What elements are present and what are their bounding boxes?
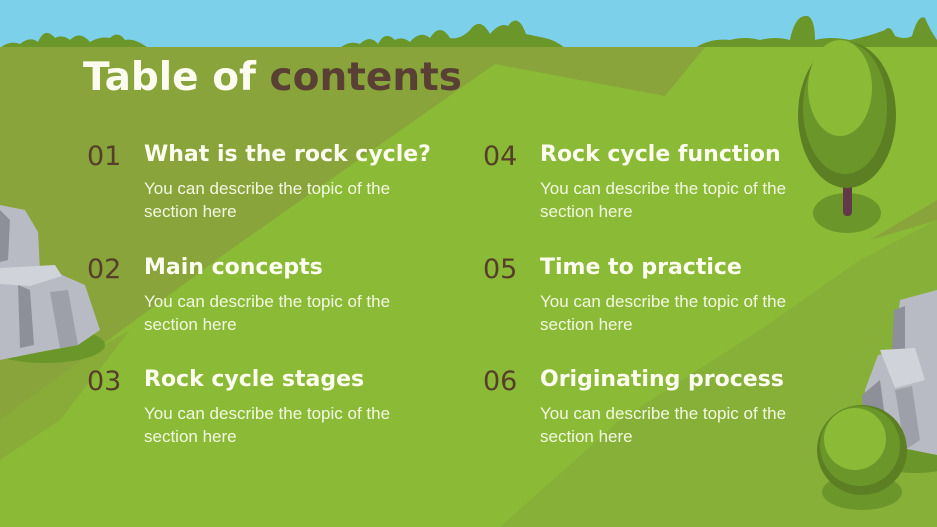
item-heading: Originating process (540, 367, 784, 392)
item-heading: What is the rock cycle? (144, 142, 431, 167)
item-description: You can describe the topic of the sectio… (144, 404, 391, 446)
item-description: You can describe the topic of the sectio… (540, 292, 787, 334)
item-number: 03 (87, 366, 122, 397)
item-number: 06 (483, 366, 518, 397)
item-heading: Rock cycle stages (144, 367, 365, 392)
tree-icon (798, 40, 896, 233)
item-description: You can describe the topic of the sectio… (144, 179, 391, 221)
item-description: You can describe the topic of the sectio… (540, 404, 787, 446)
item-heading: Time to practice (540, 255, 742, 280)
title-part-1: Table of (83, 55, 256, 100)
title-part-2: contents (269, 55, 462, 100)
item-description: You can describe the topic of the sectio… (144, 292, 391, 334)
item-heading: Rock cycle function (540, 142, 781, 167)
rock-left-icon (0, 205, 105, 363)
item-heading: Main concepts (144, 255, 323, 280)
bush-row (0, 15, 937, 48)
item-number: 02 (87, 254, 122, 285)
page-title: Table of contents (83, 58, 462, 97)
item-number: 04 (483, 141, 518, 172)
item-number: 01 (87, 141, 122, 172)
item-description: You can describe the topic of the sectio… (540, 179, 787, 221)
item-number: 05 (483, 254, 518, 285)
round-bush-icon (817, 405, 907, 510)
